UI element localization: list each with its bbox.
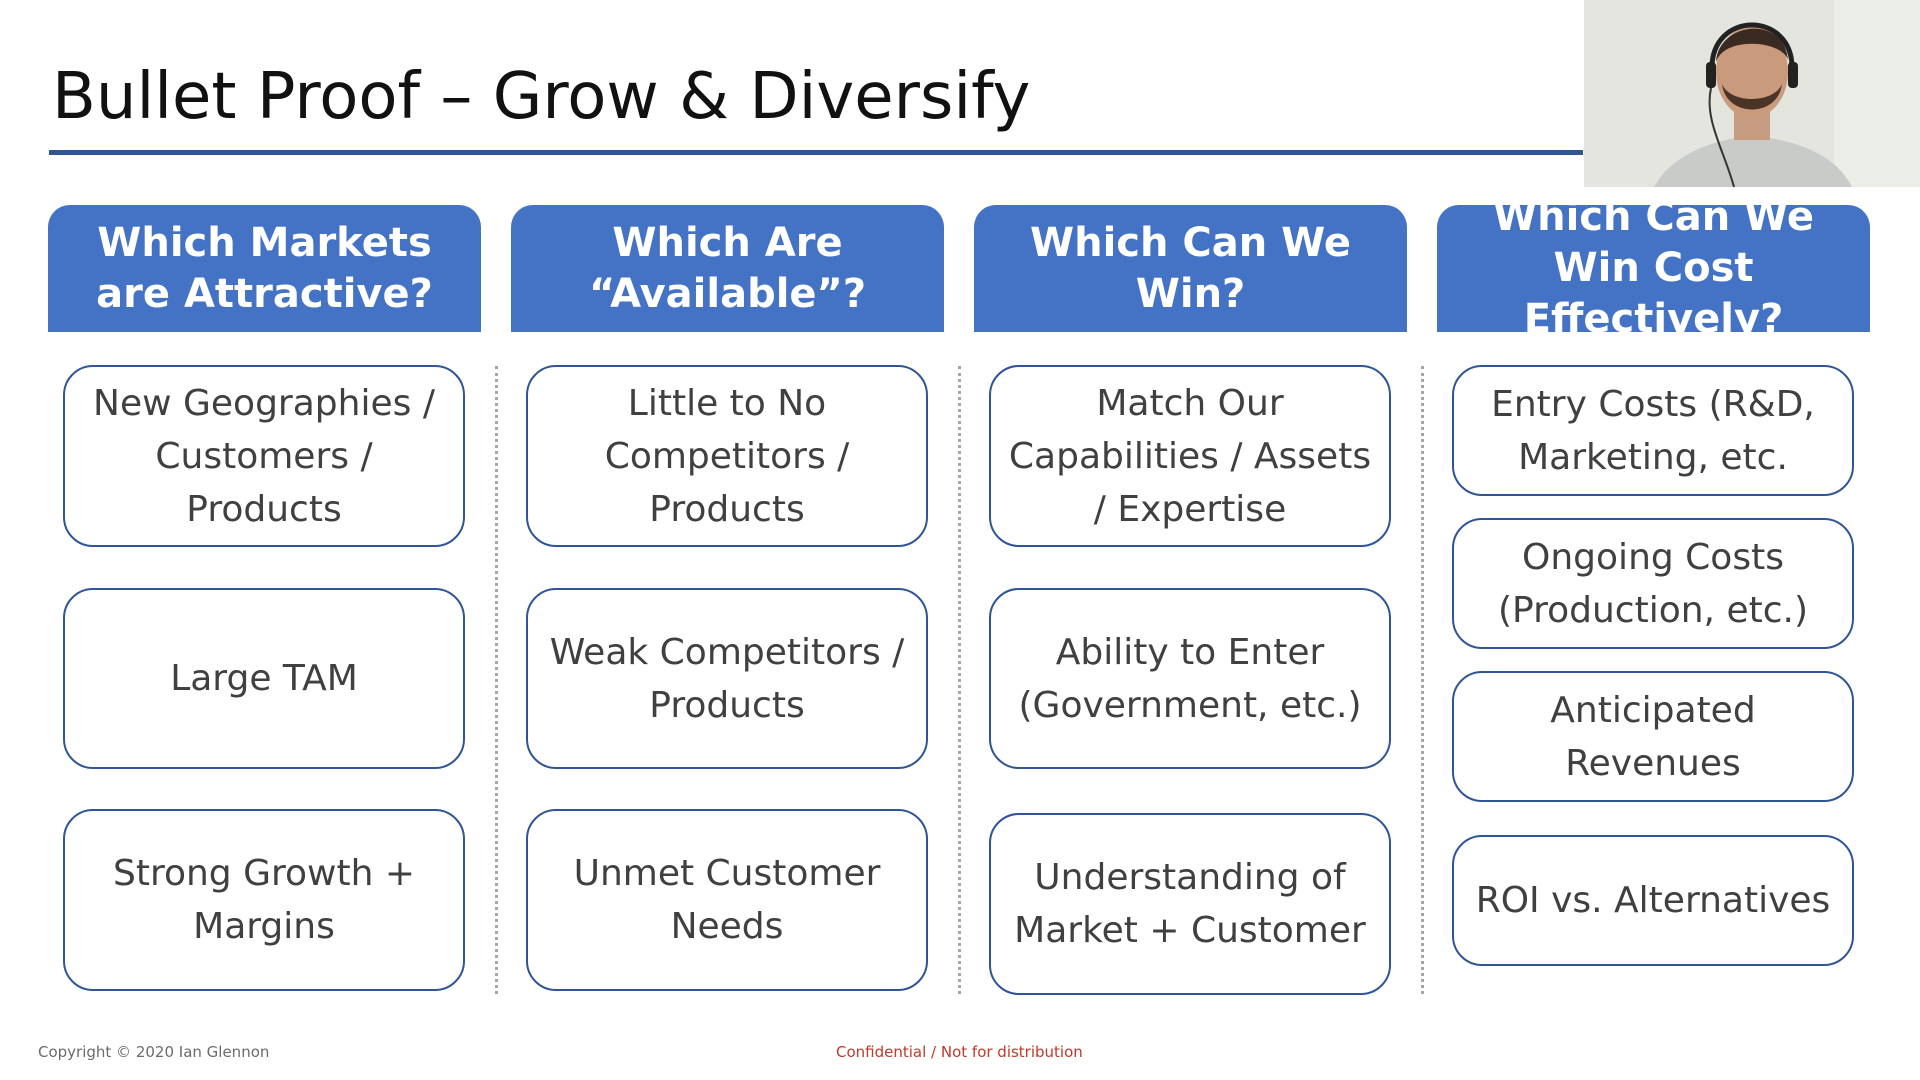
card-strong-growth: Strong Growth + Margins bbox=[63, 809, 465, 991]
card-little-competitors: Little to No Competitors / Products bbox=[526, 365, 928, 547]
column-separator bbox=[1421, 366, 1424, 994]
column-header-available: Which Are “Available”? bbox=[511, 205, 944, 332]
card-ability-to-enter: Ability to Enter (Government, etc.) bbox=[989, 588, 1391, 769]
presenter-silhouette-icon bbox=[1584, 0, 1920, 187]
card-weak-competitors: Weak Competitors / Products bbox=[526, 588, 928, 769]
column-header-cost-effective: Which Can We Win Cost Effectively? bbox=[1437, 194, 1870, 342]
card-anticipated-revenues: Anticipated Revenues bbox=[1452, 671, 1854, 802]
slide-title: Bullet Proof – Grow & Diversify bbox=[52, 60, 1031, 134]
card-large-tam: Large TAM bbox=[63, 588, 465, 769]
card-roi-alternatives: ROI vs. Alternatives bbox=[1452, 835, 1854, 966]
column-separator bbox=[958, 366, 961, 994]
card-ongoing-costs: Ongoing Costs (Production, etc.) bbox=[1452, 518, 1854, 649]
copyright-footer: Copyright © 2020 Ian Glennon bbox=[38, 1043, 270, 1061]
card-understanding-market: Understanding of Market + Customer bbox=[989, 813, 1391, 995]
card-new-geographies: New Geographies / Customers / Products bbox=[63, 365, 465, 547]
card-unmet-needs: Unmet Customer Needs bbox=[526, 809, 928, 991]
presenter-webcam-feed bbox=[1584, 0, 1920, 187]
card-entry-costs: Entry Costs (R&D, Marketing, etc. bbox=[1452, 365, 1854, 496]
column-header-attractive: Which Markets are Attractive? bbox=[48, 205, 481, 332]
column-separator bbox=[495, 366, 498, 994]
confidential-footer: Confidential / Not for distribution bbox=[836, 1043, 1083, 1061]
card-match-capabilities: Match Our Capabilities / Assets / Expert… bbox=[989, 365, 1391, 547]
column-header-win: Which Can We Win? bbox=[974, 205, 1407, 332]
title-underline bbox=[49, 150, 1583, 155]
